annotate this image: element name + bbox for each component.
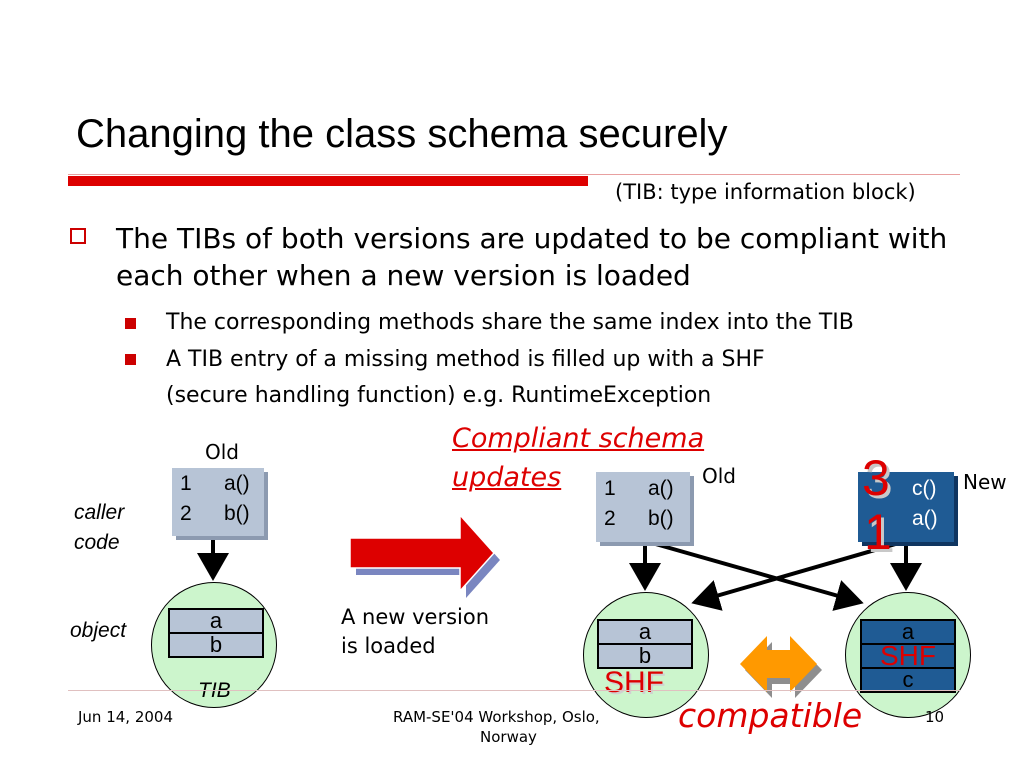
tib-method: a() (648, 477, 674, 500)
object-slot: a (860, 619, 956, 645)
tib-method: a() (224, 472, 250, 495)
tib-method: b() (224, 502, 250, 525)
tib-index: 2 (604, 507, 616, 530)
tib-label: TIB (198, 679, 231, 702)
square-bullet-icon (125, 318, 136, 329)
tib-method: c() (912, 477, 937, 500)
right-old-tib-table: 1 a() 2 b() (596, 472, 690, 542)
object-slot: b (168, 632, 264, 658)
new-version-caption-line2: is loaded (341, 634, 436, 658)
tib-row: 1 a() (172, 472, 264, 500)
object-slot: a (168, 608, 264, 634)
right-new-tib-table: c() a() (858, 472, 954, 542)
old-object-shf: SHF (604, 666, 664, 699)
tib-row: 2 b() (172, 502, 264, 530)
footer-page-number: 10 (925, 708, 945, 726)
tib-index: 2 (180, 502, 192, 525)
title-divider-line (68, 174, 960, 175)
hollow-square-bullet-icon (70, 228, 86, 244)
compatible-label: compatible (678, 696, 863, 735)
tib-method: a() (912, 507, 938, 530)
compatible-double-arrow-icon (740, 636, 822, 698)
new-tib-to-old-object-arrow (691, 541, 900, 611)
footer-divider-line (68, 690, 960, 691)
footer-venue-line2: Norway (480, 728, 537, 746)
compliant-schema-updates-line2: updates (452, 462, 562, 493)
tib-index: 1 (180, 472, 192, 495)
new-index-1: 1 (864, 504, 892, 560)
new-index-3: 3 (862, 450, 890, 506)
sub-bullet-2-continuation: (secure handling function) e.g. RuntimeE… (166, 383, 712, 408)
caller-code-label-line2: code (74, 531, 120, 554)
object-slot: c (860, 667, 956, 693)
right-old-label: Old (702, 464, 736, 488)
load-version-arrow-icon (349, 513, 500, 598)
tib-row: 1 a() (596, 477, 690, 505)
left-old-label: Old (205, 440, 239, 464)
tib-row: a() (858, 507, 954, 535)
tib-definition-note: (TIB: type information block) (615, 180, 916, 204)
tib-row: 2 b() (596, 507, 690, 535)
object-slot-shf: SHF (860, 642, 956, 670)
object-slot: a (597, 619, 693, 645)
page-title: Changing the class schema securely (76, 112, 728, 156)
compliant-schema-updates-line1: Compliant schema (452, 423, 705, 454)
object-slot: b (597, 643, 693, 669)
object-label: object (70, 619, 127, 642)
square-bullet-icon (125, 354, 136, 365)
footer-date: Jun 14, 2004 (78, 708, 174, 726)
left-old-tib-table: 1 a() 2 b() (172, 468, 264, 536)
main-bullet-text: The TIBs of both versions are updated to… (116, 222, 948, 292)
sub-bullet-1: The corresponding methods share the same… (166, 310, 854, 335)
footer-venue-line1: RAM-SE'04 Workshop, Oslo, (393, 708, 600, 726)
old-tib-to-new-object-arrow (651, 541, 864, 611)
tib-method: b() (648, 507, 674, 530)
caller-code-label-line1: caller (74, 501, 125, 524)
tib-row: c() (858, 477, 954, 505)
right-new-label: New (963, 470, 1007, 494)
sub-bullet-2: A TIB entry of a missing method is fille… (166, 347, 765, 372)
new-version-caption-line1: A new version (341, 605, 490, 629)
tib-index: 1 (604, 477, 616, 500)
title-accent-bar (68, 176, 588, 186)
